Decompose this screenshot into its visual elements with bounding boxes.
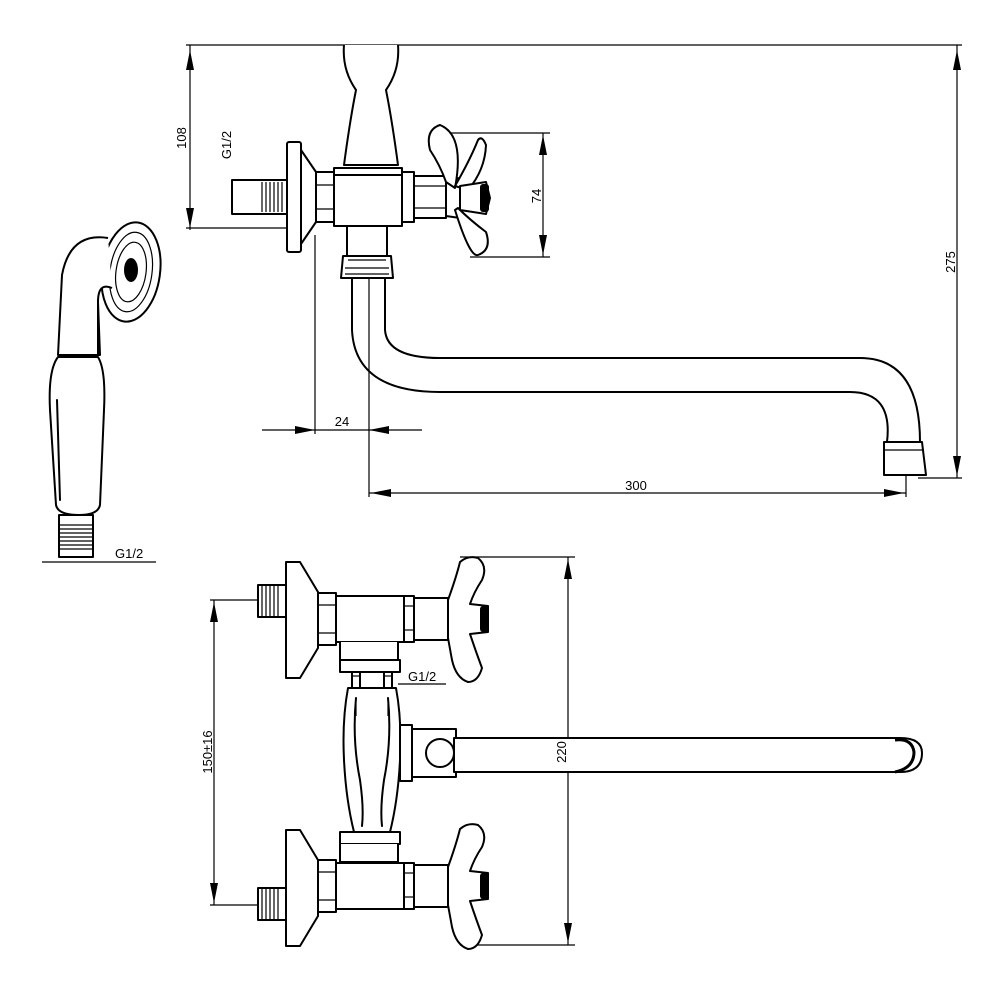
diverter-body <box>342 687 402 833</box>
dim-150: 150±16 <box>200 730 215 773</box>
spout-outer <box>351 277 889 443</box>
wall-thread <box>261 182 283 212</box>
lower-inlet <box>257 823 489 950</box>
dim-275: 275 <box>943 251 958 273</box>
dimension-lines-bottom <box>210 556 575 946</box>
dim-108: 108 <box>174 127 189 149</box>
spout-collar <box>346 225 388 257</box>
valve-body <box>333 167 403 227</box>
cross-handle-top-arm <box>427 124 459 189</box>
spout-tube-front <box>453 737 923 773</box>
aerator <box>883 441 927 476</box>
dim-thread-shower: G1/2 <box>115 546 143 561</box>
top-lever-handle <box>342 44 400 166</box>
dimension-lines-top <box>186 44 962 497</box>
spout-inner <box>384 277 921 443</box>
faucet-side-view <box>231 44 927 476</box>
lower-cross-handle <box>447 823 489 950</box>
dim-300: 300 <box>625 478 647 493</box>
front-spout <box>399 724 923 782</box>
dim-74: 74 <box>529 189 544 203</box>
wall-flange <box>286 141 302 253</box>
diverter-column <box>339 671 402 845</box>
dim-thread-top: G1/2 <box>219 131 234 159</box>
dim-thread-diverter: G1/2 <box>408 669 436 684</box>
dim-220: 220 <box>554 741 569 763</box>
dimension-labels: 108 G1/2 74 275 24 300 G1/2 G1/2 150±16 … <box>115 127 958 774</box>
faucet-front-view <box>257 556 923 950</box>
dim-24: 24 <box>335 414 349 429</box>
hand-shower <box>42 221 162 563</box>
upper-cross-handle <box>447 556 489 683</box>
cross-handle-bottom-arm <box>454 207 489 257</box>
shower-thread <box>59 524 93 550</box>
upper-inlet <box>257 556 489 683</box>
